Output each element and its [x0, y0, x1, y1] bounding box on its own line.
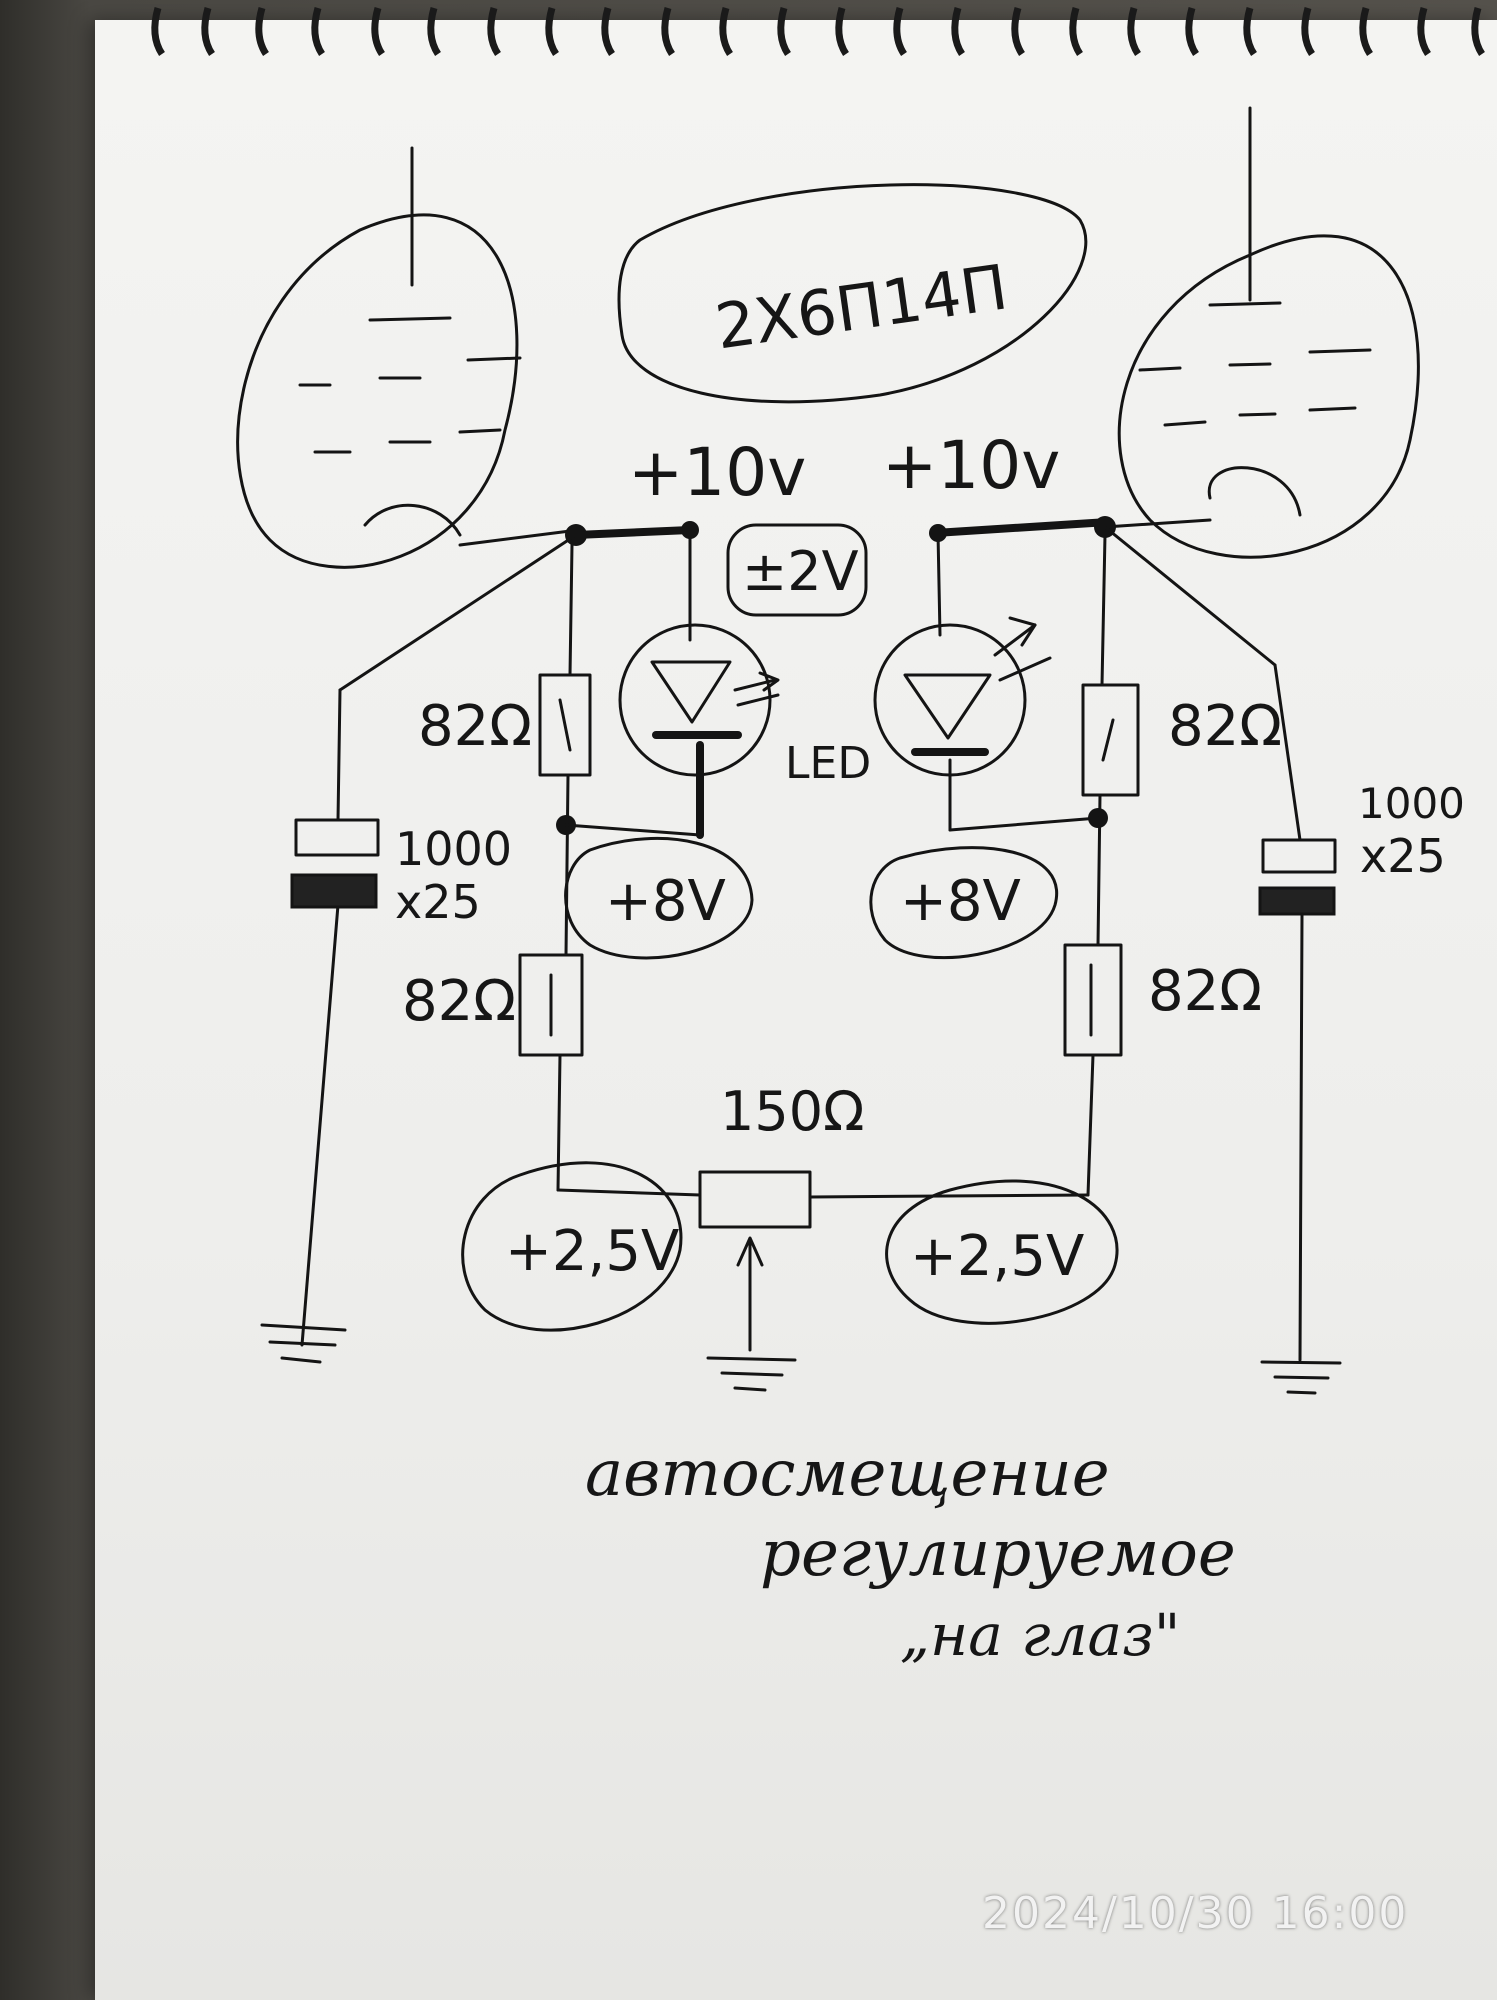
- ground-center-icon: [706, 1356, 797, 1392]
- led-right-circle: [873, 623, 1027, 777]
- tolerance-box: [726, 523, 868, 617]
- note-line-3: „на глаз": [900, 1601, 1180, 1669]
- v-low-left-oval: [461, 1161, 683, 1332]
- v-mid-left-oval: [564, 836, 754, 960]
- led-right-symbol: [903, 673, 992, 740]
- r-top-left-label: 82Ω: [418, 694, 532, 759]
- led-left-arrows: [733, 671, 780, 707]
- v-mid-right-label: +8V: [900, 869, 1021, 934]
- left-cathode-bus: [572, 526, 694, 539]
- resistor-mark: [558, 698, 572, 752]
- resistor-mark: [1101, 718, 1115, 762]
- led-label: LED: [785, 738, 871, 789]
- r-bottom-left-label: 82Ω: [402, 969, 516, 1034]
- potentiometer-body: [698, 1170, 812, 1229]
- note-line-1: автосмещение: [585, 1437, 1110, 1511]
- cap-right-voltage: x25: [1360, 829, 1446, 883]
- v-low-right-oval: [885, 1179, 1119, 1325]
- resistor-bottom-left: [518, 953, 584, 1057]
- tolerance-label: ±2V: [742, 540, 859, 603]
- cap-right-plate: [1261, 838, 1337, 874]
- cap-right-plate-neg: [1258, 886, 1336, 916]
- anode-voltage-left: +10v: [628, 434, 806, 511]
- r-bottom-right-label: 82Ω: [1148, 959, 1262, 1024]
- v-mid-left-label: +8V: [605, 869, 726, 934]
- note-line-2: регулируемое: [760, 1517, 1236, 1591]
- ground-right-icon: [1260, 1360, 1342, 1395]
- ground-left-icon: [260, 1323, 347, 1364]
- v-low-left-label: +2,5V: [505, 1219, 679, 1284]
- pot-label: 150Ω: [720, 1080, 864, 1143]
- photo-timestamp: 2024/10/30 16:00: [982, 1888, 1409, 1939]
- right-wiring: [808, 525, 1304, 1362]
- tube-type-oval: [617, 183, 1088, 404]
- v-mid-right-oval: [869, 846, 1059, 960]
- resistor-top-right: [1081, 683, 1140, 797]
- r-top-right-label: 82Ω: [1168, 694, 1282, 759]
- cap-left-plate-neg: [290, 873, 378, 909]
- cap-right-value: 1000: [1358, 779, 1465, 828]
- led-left-circle: [618, 623, 772, 777]
- led-right-arrows: [993, 616, 1052, 682]
- led-left-symbol: [650, 660, 732, 724]
- cap-left-plate: [294, 818, 380, 857]
- anode-voltage-right: +10v: [882, 427, 1060, 504]
- left-wiring: [300, 528, 702, 1347]
- right-tube-symbol: [1103, 106, 1420, 559]
- right-cathode-bus: [931, 518, 1112, 537]
- pot-wiper-arrow: [736, 1236, 764, 1267]
- tube-type-label: 2X6П14П: [711, 250, 1012, 363]
- resistor-top-left: [538, 673, 592, 777]
- cap-left-value: 1000: [395, 822, 512, 876]
- spiral-binding: [151, 7, 1486, 56]
- v-low-right-label: +2,5V: [910, 1224, 1084, 1289]
- resistor-bottom-right: [1063, 943, 1123, 1057]
- left-tube-symbol: [236, 146, 580, 569]
- cap-left-voltage: x25: [395, 875, 481, 929]
